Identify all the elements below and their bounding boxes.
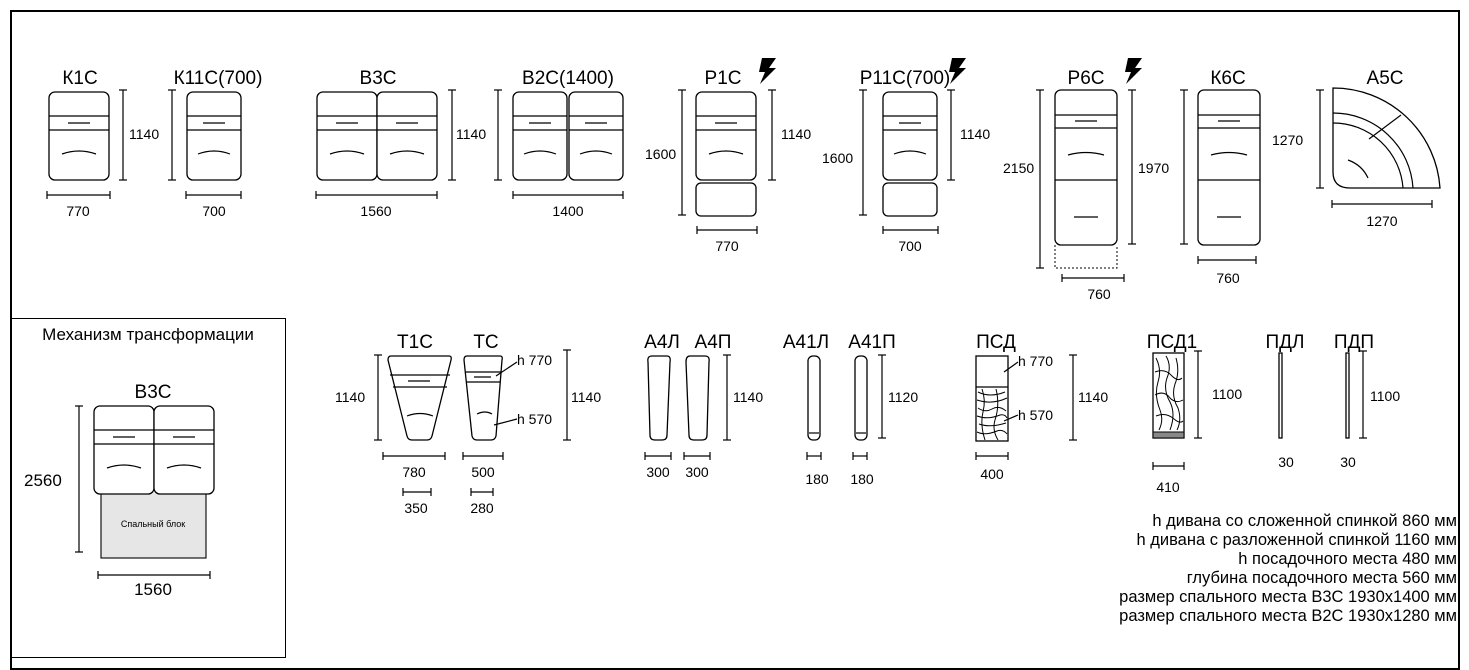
module-pdl-width: 30 [1278,454,1294,470]
spec-line: глубина посадочного места 560 мм [1186,569,1457,587]
module-a4p-width: 300 [685,464,709,480]
module-p1c: Р1С 1600 1140 770 [645,58,811,254]
sleep-block-label: Спальный блок [121,519,185,529]
module-k6c-width: 760 [1216,270,1240,286]
module-k1c-height: 1140 [129,126,159,142]
catalog-sheet: К1С 1140 770 К11С(700) 700 В3С 1140 1560 [24,58,1441,599]
module-k11c: К11С(700) 700 [168,68,262,219]
module-p6c-label: Р6С [1068,68,1105,89]
mechanism-height: 2560 [24,471,62,490]
module-t1c-width: 780 [402,464,426,480]
module-p6c: Р6С 2150 1970 760 [1003,58,1169,302]
lightning-bolt-icon [759,58,776,84]
module-p1c-width: 770 [715,238,739,254]
lightning-bolt-icon [1125,58,1142,84]
spec-line: h посадочного места 480 мм [1238,550,1457,568]
module-a4l-width: 300 [646,464,670,480]
module-a41p: А41П 1120 180 [848,332,918,487]
module-a41l-label: А41Л [783,332,829,353]
module-pdp-label: ПДП [1334,332,1374,353]
module-pdl-label: ПДЛ [1266,332,1305,353]
spec-line: размер спального места В2С 1930х1280 мм [1119,607,1457,625]
module-p1c-height: 1140 [781,126,811,142]
module-p11c-width: 700 [898,238,922,254]
module-a41p-width: 180 [850,471,874,487]
module-tc: ТС h 770 h 570 1140 500 280 [462,332,601,516]
module-b2c-label: В2С(1400) [522,68,614,89]
mechanism-label: В3С [135,382,172,403]
module-psd-width: 400 [980,466,1004,482]
module-p6c-height-total: 2150 [1003,160,1034,176]
module-b3c-label: В3С [360,68,397,89]
module-p1c-label: Р1С [705,68,742,89]
module-p11c-height-total: 1600 [822,150,853,166]
module-t1c: Т1С 1140 780 350 [335,332,452,516]
module-p11c-height: 1140 [960,126,990,142]
specifications-list: h дивана со сложенной спинкой 860 мм h д… [1119,512,1457,626]
module-a5c: А5С 1270 1270 [1272,68,1441,229]
module-a4l: А4Л 300 [644,332,680,480]
module-psd-height: 1140 [1078,389,1108,405]
module-psd1: ПСД1 1100 410 [1147,332,1243,495]
module-a41p-height: 1120 [888,389,918,405]
module-k11c-label: К11С(700) [174,68,263,89]
module-t1c-label: Т1С [397,332,433,353]
module-a4p: А4П 1140 300 [683,332,763,480]
module-psd1-height: 1100 [1212,386,1242,402]
module-t1c-height: 1140 [335,389,365,405]
module-b3c: В3С 1140 1560 [315,68,486,219]
module-p11c: Р11С(700) 1600 1140 700 [822,58,990,254]
module-tc-width: 500 [471,464,495,480]
mechanism-panel: Механизм трансформации [10,318,286,658]
module-b3c-width: 1560 [360,203,391,219]
lightning-bolt-icon [949,58,966,84]
module-tc-width-inner: 280 [470,500,494,516]
module-psd-h-bottom: h 570 [1018,407,1053,423]
module-k1c-label: К1С [62,68,97,89]
module-pdp-height: 1100 [1370,388,1400,404]
module-a4p-height: 1140 [733,389,763,405]
module-a5c-label: А5С [1367,68,1404,89]
module-b2c-width: 1400 [552,203,583,219]
module-a5c-height: 1270 [1272,132,1303,148]
mechanism-title: Механизм трансформации [42,325,254,344]
module-k11c-width: 700 [202,203,226,219]
module-psd-h-top: h 770 [1018,353,1053,369]
module-psd: ПСД h 770 h 570 1140 400 [975,332,1108,482]
module-k6c: К6С 760 [1180,68,1261,286]
module-pdp: ПДП 1100 30 [1334,332,1400,470]
module-tc-h-bottom: h 570 [517,411,552,427]
module-k1c: К1С 1140 770 [46,68,159,219]
module-a41p-label: А41П [848,332,895,353]
module-b3c-height: 1140 [456,126,486,142]
module-p1c-height-total: 1600 [645,146,676,162]
module-p11c-label: Р11С(700) [860,68,950,89]
module-pdp-width: 30 [1340,454,1356,470]
module-p6c-width: 760 [1087,286,1111,302]
module-psd-label: ПСД [976,332,1016,353]
mechanism-diagram: В3С Спальный блок 2560 1560 [24,382,215,599]
spec-line: h дивана со сложенной спинкой 860 мм [1152,512,1457,530]
module-tc-label: ТС [473,332,498,353]
module-tc-height: 1140 [571,389,601,405]
module-a41l-width: 180 [805,471,829,487]
spec-line: размер спального места В3С 1930х1400 мм [1119,588,1457,606]
module-p6c-height: 1970 [1138,160,1169,176]
module-pdl: ПДЛ 30 [1266,332,1305,470]
module-a4p-label: А4П [695,332,732,353]
module-psd1-width: 410 [1156,479,1180,495]
module-a4l-label: А4Л [644,332,680,353]
module-tc-h-top: h 770 [517,352,552,368]
mechanism-width: 1560 [134,580,172,599]
spec-line: h дивана с разложенной спинкой 1160 мм [1136,531,1458,549]
module-b2c: В2С(1400) 1400 [494,68,624,219]
module-a5c-width: 1270 [1366,213,1397,229]
module-k1c-width: 770 [66,203,90,219]
module-k6c-label: К6С [1210,68,1245,89]
module-psd1-label: ПСД1 [1147,332,1197,353]
module-t1c-width-inner: 350 [404,500,428,516]
module-a41l: А41Л 180 [783,332,829,487]
